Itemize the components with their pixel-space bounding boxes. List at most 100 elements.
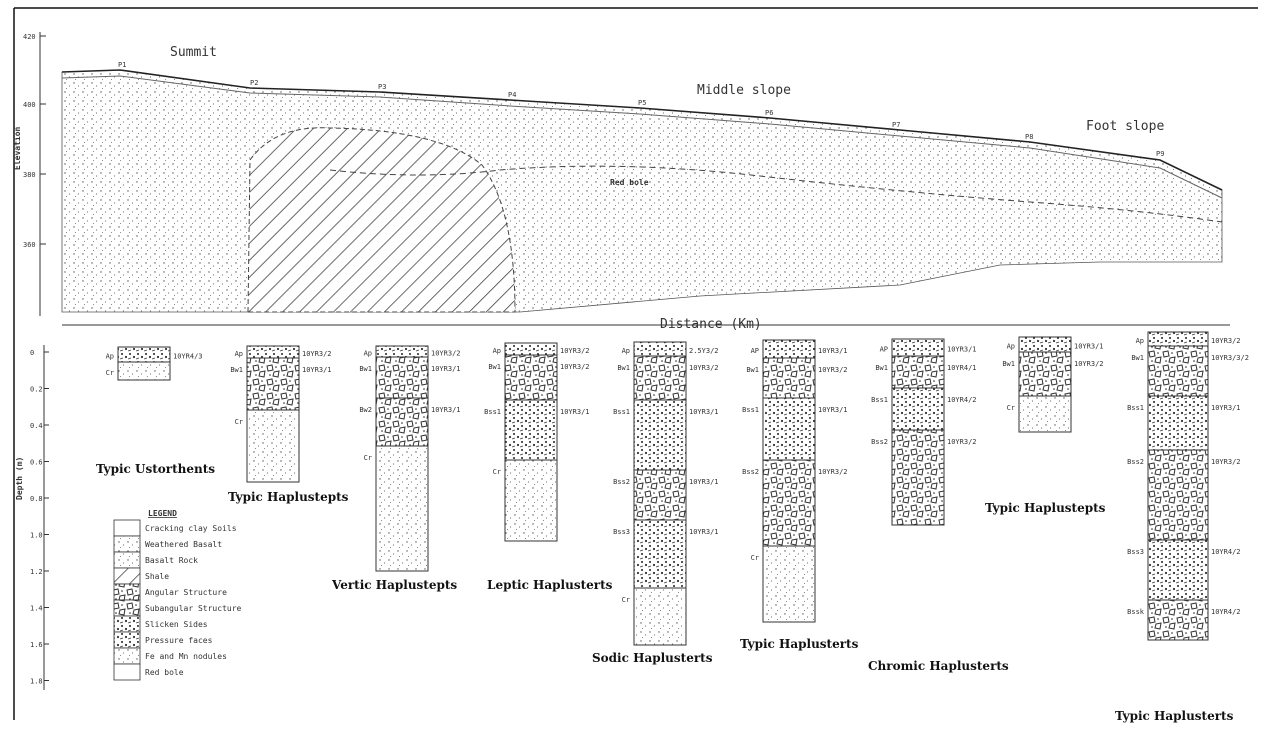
- horizon-block: [634, 356, 686, 400]
- munsell-color-label: 10YR4/2: [1211, 608, 1241, 616]
- munsell-color-label: 10YR3/2: [818, 366, 848, 374]
- profile-marker: P7: [892, 121, 900, 129]
- horizon-block: [118, 362, 170, 380]
- horizon-block: [247, 358, 299, 410]
- summit-label: Summit: [170, 45, 217, 60]
- horizon-label: Ap: [1136, 337, 1144, 345]
- horizon-block: [634, 342, 686, 356]
- horizon-label: Bssk: [1127, 608, 1145, 616]
- horizon-block: [1148, 540, 1208, 600]
- middle-slope-label: Middle slope: [697, 83, 791, 98]
- depth-tick-label: 1.4: [30, 605, 43, 613]
- red-bole-label: Red bole: [610, 178, 649, 187]
- horizon-label: Cr: [751, 554, 759, 562]
- horizon-block: [376, 446, 428, 571]
- profile-name: Typic Haplusterts: [1115, 709, 1234, 723]
- depth-tick-label: 0.8: [30, 495, 43, 503]
- horizon-block: [634, 588, 686, 645]
- horizon-block: [505, 355, 557, 400]
- horizon-block: [505, 343, 557, 355]
- horizon-label: Cr: [106, 369, 114, 377]
- legend-item-label: Cracking clay Soils: [145, 524, 237, 533]
- legend-swatch: [114, 648, 140, 664]
- horizon-block: [1019, 352, 1071, 396]
- horizon-block: [376, 346, 428, 357]
- horizon-block: [763, 460, 815, 546]
- munsell-color-label: 10YR3/2: [431, 350, 461, 358]
- horizon-block: [376, 398, 428, 446]
- horizon-block: [1148, 332, 1208, 346]
- horizon-block: [763, 398, 815, 460]
- horizon-label: AP: [880, 346, 888, 354]
- legend-swatch: [114, 632, 140, 648]
- profile-name: Sodic Haplusterts: [592, 651, 713, 665]
- profile-name: Typic Haplustepts: [985, 501, 1106, 515]
- horizon-block: [763, 340, 815, 358]
- profile-marker: P4: [508, 91, 516, 99]
- legend-item-label: Basalt Rock: [145, 556, 198, 565]
- depth-tick-label: 0.4: [30, 422, 43, 430]
- legend-swatch: [114, 584, 140, 600]
- horizon-block: [892, 356, 944, 388]
- legend-item-label: Angular Structure: [145, 588, 227, 597]
- horizon-label: Bw1: [746, 366, 759, 374]
- horizon-block: [505, 460, 557, 541]
- y-tick: 360: [23, 241, 36, 249]
- horizon-label: Cr: [622, 596, 630, 604]
- munsell-color-label: 10YR3/1: [431, 406, 461, 414]
- horizon-block: [505, 400, 557, 460]
- profile-name: Typic Haplustepts: [228, 490, 349, 504]
- munsell-color-label: 10YR3/1: [302, 366, 332, 374]
- munsell-color-label: 10YR3/1: [947, 346, 977, 354]
- profile-name: Typic Ustorthents: [96, 462, 215, 476]
- horizon-label: Bss2: [613, 478, 630, 486]
- depth-tick-label: 1.2: [30, 568, 43, 576]
- horizon-block: [1148, 346, 1208, 396]
- legend-item-label: Red bole: [145, 668, 184, 677]
- legend-swatch: [114, 664, 140, 680]
- munsell-color-label: 10YR3/2: [689, 364, 719, 372]
- horizon-label: Cr: [493, 468, 501, 476]
- legend-swatch: [114, 600, 140, 616]
- horizon-block: [892, 388, 944, 430]
- munsell-color-label: 10YR3/1: [689, 528, 719, 536]
- depth-tick-label: 0.2: [30, 386, 43, 394]
- legend-title: LEGEND: [148, 509, 177, 518]
- y-tick: 400: [23, 101, 36, 109]
- horizon-label: Bw1: [488, 363, 501, 371]
- legend-swatch: [114, 520, 140, 536]
- profile-name: Vertic Haplustepts: [331, 578, 457, 592]
- horizon-block: [634, 520, 686, 588]
- horizon-label: Ap: [235, 350, 243, 358]
- munsell-color-label: 10YR3/1: [689, 478, 719, 486]
- horizon-label: Bw1: [875, 364, 888, 372]
- horizon-label: Cr: [235, 418, 243, 426]
- munsell-color-label: 10YR3/1: [1211, 404, 1241, 412]
- legend-swatch: [114, 552, 140, 568]
- profile-marker: P9: [1156, 150, 1164, 158]
- munsell-color-label: 10YR3/1: [818, 347, 848, 355]
- munsell-color-label: 10YR3/2: [947, 438, 977, 446]
- legend-item-label: Fe and Mn nodules: [145, 652, 227, 661]
- horizon-label: Ap: [364, 350, 372, 358]
- horizon-label: AP: [751, 347, 759, 355]
- munsell-color-label: 10YR3/3/2: [1211, 354, 1249, 362]
- horizon-block: [892, 339, 944, 356]
- munsell-color-label: 10YR3/2: [560, 347, 590, 355]
- munsell-color-label: 10YR3/2: [818, 468, 848, 476]
- horizon-block: [634, 470, 686, 520]
- depth-axis-label: Depth (m): [15, 457, 24, 500]
- munsell-color-label: 10YR3/1: [431, 365, 461, 373]
- horizon-label: Bss3: [613, 528, 630, 536]
- y-tick: 380: [23, 171, 36, 179]
- foot-slope-label: Foot slope: [1086, 119, 1164, 134]
- horizon-block: [1148, 450, 1208, 540]
- munsell-color-label: 10YR3/2: [302, 350, 332, 358]
- horizon-label: Cr: [364, 454, 372, 462]
- depth-tick-label: 0.6: [30, 459, 43, 467]
- horizon-block: [247, 346, 299, 358]
- legend-item-label: Shale: [145, 572, 169, 581]
- horizon-block: [1019, 337, 1071, 352]
- horizon-label: Ap: [493, 347, 501, 355]
